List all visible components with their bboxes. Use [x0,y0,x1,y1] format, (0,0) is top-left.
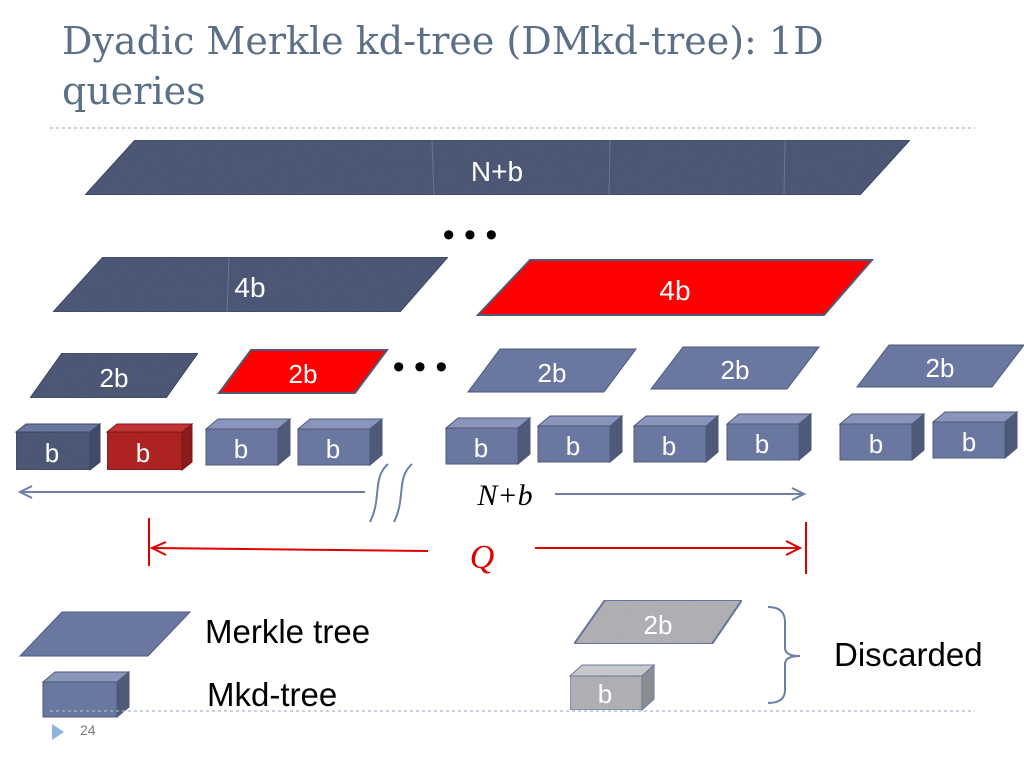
legend-discarded-b: b [568,663,656,712]
merkle-tree-2b-4: 2b [649,346,821,390]
ellipsis-lower: • • • [393,348,448,386]
slide-bullet-icon [52,724,64,740]
legend-merkle-tree: Merkle tree [18,611,370,657]
2b-1-label: 2b [100,363,129,393]
mkd-tree-b-7: b [632,414,720,464]
legend-mkd-label: Mkd-tree [207,676,337,713]
ellipsis-upper: • • • [443,216,498,254]
4b-left-label: 4b [234,272,265,303]
slide-title: Dyadic Merkle kd-tree (DMkd-tree): 1D qu… [62,19,824,113]
legend-discarded-2b-label: 2b [644,610,673,640]
mkd-tree-b-8: b [725,412,813,462]
mkd-tree-b-4: b [296,417,384,467]
legend-mkd-tree: Mkd-tree [41,670,337,719]
page-number: 24 [80,722,96,738]
merkle-tree-4b-query: 4b [475,259,875,316]
merkle-tree-2b-5: 2b [855,344,1024,388]
b-3-label: b [234,434,248,464]
mkd-tree-b-10: b [931,410,1019,460]
legend-discarded-2b: 2b [572,599,744,645]
merkle-tree-2b-3: 2b [467,348,637,393]
range-label: N+b [476,479,532,512]
b-4-label: b [326,434,340,464]
2b-query-label: 2b [289,359,318,389]
b-8-label: b [755,429,769,459]
query-range: Q [148,518,807,576]
merkle-tree-4b-left: 4b [51,256,450,313]
mkd-tree-b-5: b [444,416,532,466]
merkle-tree-root: N+b [83,139,912,196]
mkd-tree-b-6: b [536,414,624,464]
b-7-label: b [662,431,676,461]
query-label: Q [470,539,495,576]
b-5-label: b [474,433,488,463]
2b-5-label: 2b [926,353,955,383]
legend-merkle-label: Merkle tree [205,613,370,650]
mkd-tree-b-9: b [838,412,926,462]
4b-query-label: 4b [659,275,690,306]
legend-discarded-label: Discarded [834,636,983,673]
b-9-label: b [869,429,883,459]
root-label: N+b [471,156,523,187]
2b-3-label: 2b [538,358,567,388]
range-arrow: N+b [17,463,807,523]
legend-discarded-b-label: b [598,679,612,709]
merkle-tree-2b-query: 2b [217,349,389,394]
legend: Merkle tree Mkd-tree 2b b Discarded [18,599,983,719]
b-10-label: b [962,427,976,457]
mkd-tree-b-query: b [105,422,194,472]
b-6-label: b [566,431,580,461]
mkd-tree-b-3: b [204,417,292,467]
2b-4-label: 2b [721,355,750,385]
b-1-label: b [45,438,59,468]
merkle-tree-2b-1: 2b [29,352,199,399]
b-query-label: b [136,438,150,468]
discarded-brace [767,606,801,704]
mkd-tree-b-1: b [14,422,102,472]
